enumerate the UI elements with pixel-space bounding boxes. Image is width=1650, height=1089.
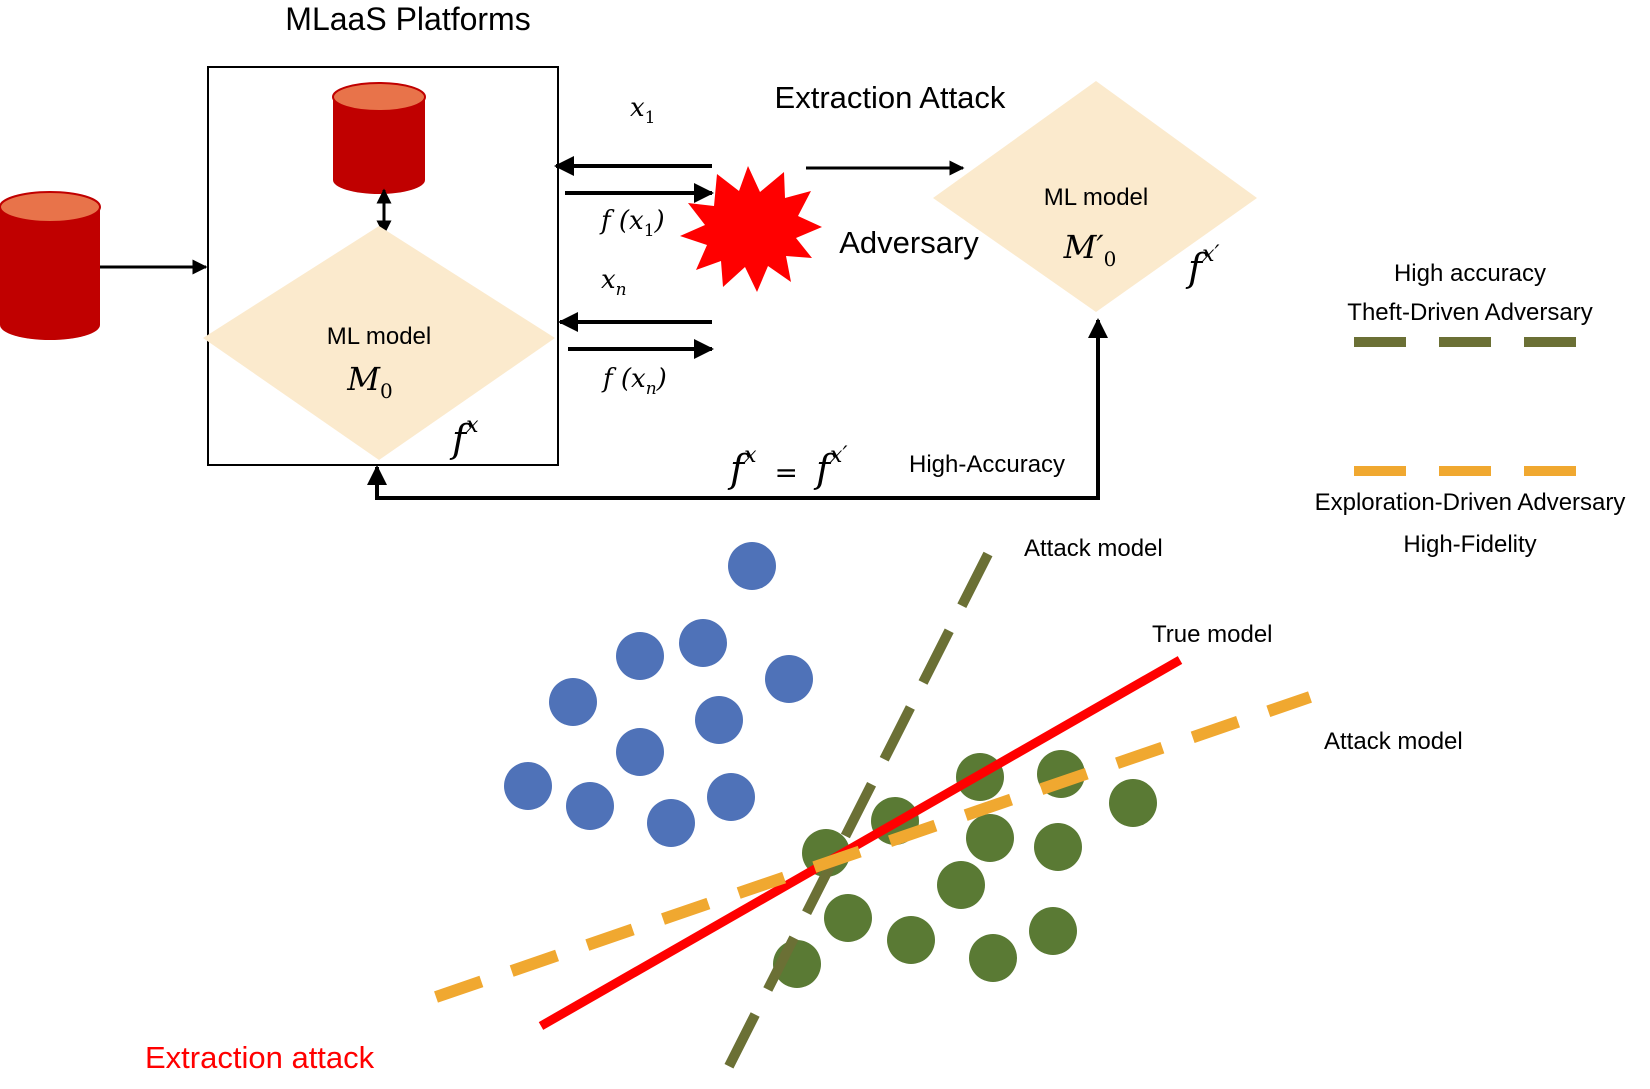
m0-prime-symbol: M′0 — [1063, 228, 1117, 271]
green-class-point — [969, 934, 1017, 982]
stolen-model-label: ML model — [1044, 184, 1148, 211]
green-class-point — [824, 894, 872, 942]
legend-high-accuracy: High accuracy — [1394, 260, 1546, 287]
green-class-point — [1109, 779, 1157, 827]
high-accuracy-label: High-Accuracy — [909, 451, 1065, 478]
platform-database-icon — [332, 82, 426, 194]
legend-exploration-adversary: Exploration-Driven Adversary — [1315, 489, 1626, 516]
adversary-label: Adversary — [839, 225, 979, 260]
legend-high-fidelity: High-Fidelity — [1403, 531, 1536, 558]
blue-class-point — [765, 655, 813, 703]
blue-class-point — [566, 782, 614, 830]
blue-class-point — [707, 773, 755, 821]
legend-theft-adversary: Theft-Driven Adversary — [1347, 299, 1592, 326]
green-class-point — [966, 814, 1014, 862]
extraction-attack-caption: Extraction attack — [145, 1040, 375, 1075]
green-class-point — [937, 861, 985, 909]
attack-model-right-label: Attack model — [1324, 728, 1463, 755]
blue-class-point — [504, 762, 552, 810]
attack-model-top-label: Attack model — [1024, 535, 1163, 562]
attack-model-orange-line — [434, 691, 1312, 1003]
true-model-line — [538, 656, 1183, 1030]
blue-class-point — [616, 632, 664, 680]
adversary-starburst-icon — [680, 166, 822, 292]
blue-class-point — [616, 728, 664, 776]
blue-class-point — [728, 542, 776, 590]
green-class-point — [1029, 907, 1077, 955]
blue-class-point — [679, 619, 727, 667]
blue-class-point — [647, 799, 695, 847]
scatter-points — [504, 542, 1157, 988]
fxn-label: f (xn) — [601, 364, 667, 399]
green-class-point — [1034, 823, 1082, 871]
feedback-loop-arrow — [367, 318, 1108, 500]
extraction-attack-title: Extraction Attack — [775, 80, 1006, 115]
external-database-icon — [0, 191, 101, 340]
x1-label: x1 — [630, 93, 656, 128]
fx1-label: f (x1) — [599, 206, 665, 241]
stolen-model-diamond — [933, 81, 1257, 312]
true-model-label: True model — [1152, 621, 1273, 648]
blue-class-point — [549, 678, 597, 726]
platform-title: MLaaS Platforms — [285, 1, 530, 37]
xn-label: xn — [601, 265, 627, 300]
fx-prime-symbol: fx′ — [1185, 242, 1219, 290]
green-class-point — [887, 916, 935, 964]
blue-class-point — [695, 696, 743, 744]
ml-model-label: ML model — [327, 323, 431, 350]
fx-symbol: fx — [449, 413, 479, 461]
attack-model-olive-line — [716, 551, 993, 1085]
equality-formula: fx=fx′ — [727, 443, 847, 491]
